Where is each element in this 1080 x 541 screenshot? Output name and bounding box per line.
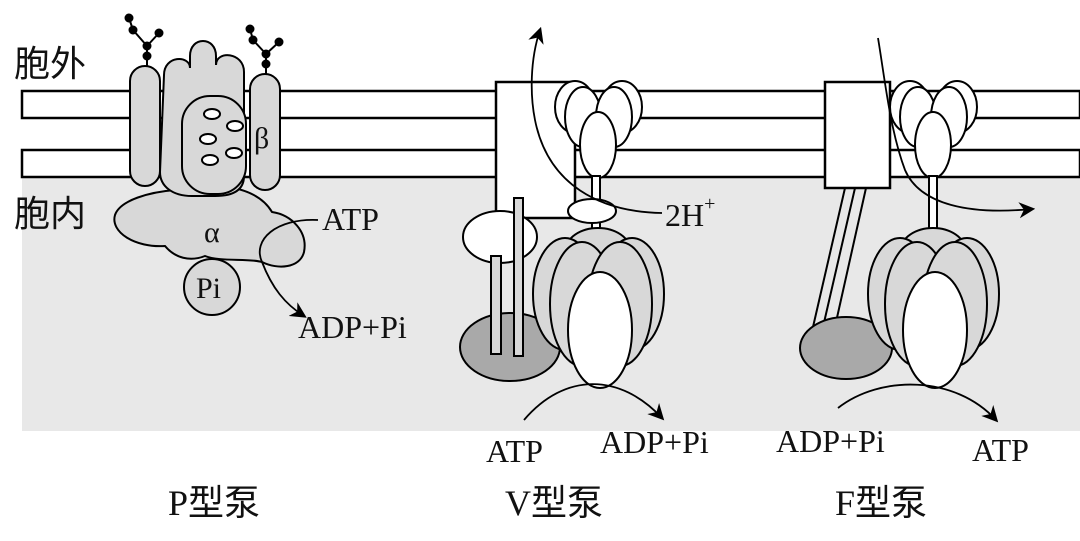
v-pump-adp-label: ADP+Pi xyxy=(600,424,709,460)
inside-label: 胞内 xyxy=(14,194,86,235)
v-pump-name: V型泵 xyxy=(505,483,603,523)
f-pump-transmembrane-block xyxy=(825,82,890,188)
v-pump-atp-label: ATP xyxy=(486,433,543,469)
f-pump-name: F型泵 xyxy=(835,483,927,523)
beta-label: β xyxy=(254,122,269,155)
p-pump-helix-left xyxy=(130,66,160,186)
f-pump-atp-label: ATP xyxy=(972,432,1029,468)
f-pump-adp-label: ADP+Pi xyxy=(776,423,885,459)
p-pump-adp-label: ADP+Pi xyxy=(298,309,407,345)
pi-label: Pi xyxy=(196,272,221,305)
v-pump-peripheral-stalk-1 xyxy=(491,256,501,354)
glycan-left xyxy=(126,15,163,67)
outside-label: 胞外 xyxy=(14,44,86,85)
alpha-label: α xyxy=(204,216,220,249)
v-pump-peripheral-stalk-2 xyxy=(514,198,523,356)
p-pump-name: P型泵 xyxy=(168,483,260,523)
p-pump-atp-label: ATP xyxy=(322,201,379,237)
v-pump-stalk-ring xyxy=(568,199,616,223)
glycan-right xyxy=(247,26,283,75)
